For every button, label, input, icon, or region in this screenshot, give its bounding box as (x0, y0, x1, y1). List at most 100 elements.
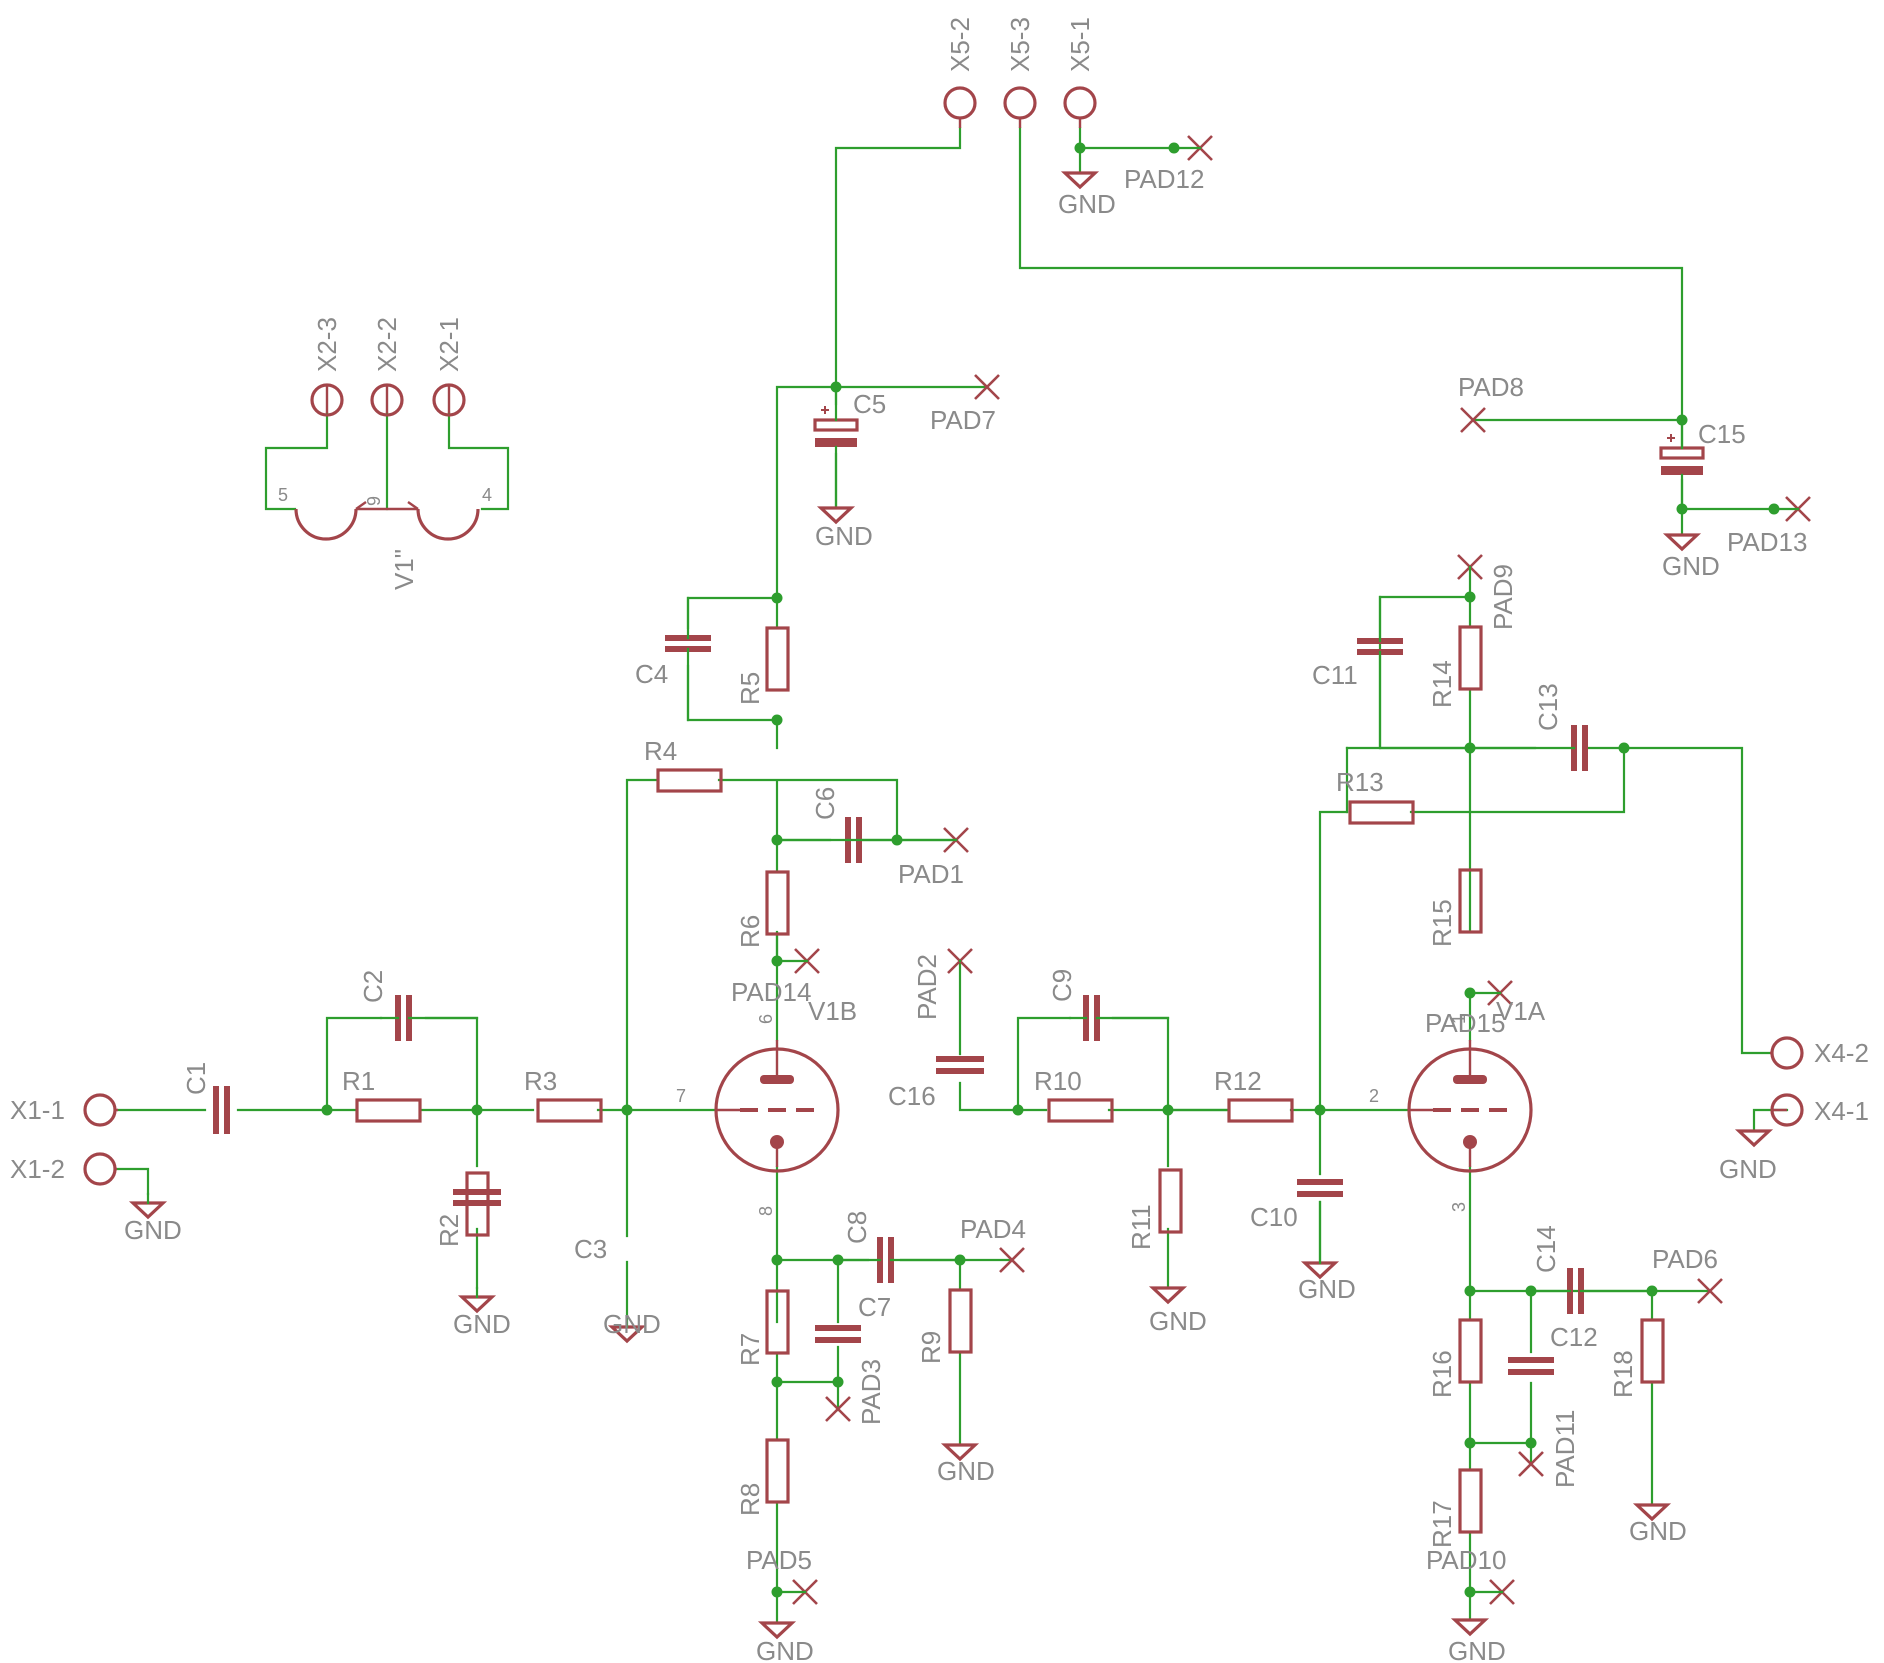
pad-x-8[interactable] (1460, 407, 1486, 433)
connector-x5-2[interactable] (943, 86, 977, 120)
pad-labels: PAD1 PAD2 PAD3 PAD4 PAD5 PAD6 PAD7 PAD8 … (731, 164, 1807, 1575)
label-r3: R3 (524, 1066, 557, 1096)
label-pad5: PAD5 (746, 1545, 812, 1575)
label-x2-1: X2-1 (434, 317, 464, 372)
connector-pins (83, 86, 1804, 1186)
label-x2-2: X2-2 (372, 317, 402, 372)
capacitor-c2 (395, 995, 412, 1041)
pin-number: 8 (756, 1206, 776, 1216)
resistor-r13 (1348, 800, 1415, 825)
resistor-r6 (765, 870, 790, 936)
label-r6: R6 (735, 915, 765, 948)
label-r14: R14 (1427, 660, 1457, 708)
label-c3: C3 (574, 1234, 607, 1264)
label-r5: R5 (735, 672, 765, 705)
label-c10: C10 (1250, 1202, 1298, 1232)
connector-labels: X1-1 X1-2 X2-3 X2-2 X2-1 X5-2 X5-3 X5-1 … (10, 17, 1869, 1184)
resistor-r12 (1227, 1098, 1294, 1123)
label-r9: R9 (916, 1331, 946, 1364)
label-pad15: PAD15 (1425, 1008, 1505, 1038)
junctions (321, 142, 1780, 1598)
label-c8: C8 (842, 1211, 872, 1244)
connector-x1-1[interactable] (83, 1093, 117, 1127)
gnd-label: GND (1662, 551, 1720, 581)
pin-number: 4 (482, 485, 492, 505)
label-pad10: PAD10 (1426, 1545, 1506, 1575)
capacitor-c9 (1083, 995, 1100, 1041)
label-r7: R7 (735, 1333, 765, 1366)
connector-x5-3[interactable] (1003, 86, 1037, 120)
label-c12: C12 (1550, 1322, 1598, 1352)
label-r15: R15 (1427, 899, 1457, 947)
label-x5-1: X5-1 (1065, 17, 1095, 72)
pad-x-4[interactable] (999, 1247, 1025, 1273)
label-r11: R11 (1126, 1204, 1156, 1250)
tube-v1b (714, 1040, 840, 1173)
label-r18: R18 (1608, 1350, 1638, 1398)
pin-number: 9 (364, 496, 384, 506)
label-pad9: PAD9 (1488, 564, 1518, 630)
connector-x4-2[interactable] (1770, 1036, 1804, 1070)
label-x1-2: X1-2 (10, 1154, 65, 1184)
capacitor-c10 (1297, 1179, 1343, 1197)
resistor-r3 (536, 1098, 603, 1123)
gnd-label: GND (1298, 1274, 1356, 1304)
label-c15: C15 (1698, 419, 1746, 449)
pad-x-11[interactable] (1518, 1451, 1544, 1477)
label-pad1: PAD1 (898, 859, 964, 889)
resistor-r8 (765, 1438, 790, 1504)
pad-x-7[interactable] (974, 374, 1000, 400)
component-labels: C1 C2 C3 C4 C5 C6 C7 C8 C9 C10 C11 C12 C… (181, 389, 1746, 1548)
label-r10: R10 (1034, 1066, 1082, 1096)
label-pad14: PAD14 (731, 977, 811, 1007)
gnd-label: GND (815, 521, 873, 551)
gnd-label: GND (603, 1309, 661, 1339)
label-x1-1: X1-1 (10, 1095, 65, 1125)
label-r8: R8 (735, 1483, 765, 1516)
pin-number: 3 (1449, 1202, 1469, 1212)
label-pad12: PAD12 (1124, 164, 1204, 194)
capacitor-c7 (815, 1325, 861, 1343)
capacitors (213, 385, 1705, 1375)
label-pad3: PAD3 (856, 1359, 886, 1425)
label-pad8: PAD8 (1458, 372, 1524, 402)
resistor-r1 (355, 1098, 422, 1123)
label-v1b: V1B (808, 996, 857, 1026)
label-v1pp: V1" (389, 549, 419, 590)
label-v1a: V1A (1496, 996, 1546, 1026)
capacitor-c4 (665, 635, 711, 652)
label-r16: R16 (1427, 1350, 1457, 1398)
label-pad13: PAD13 (1727, 527, 1807, 557)
label-c5: C5 (853, 389, 886, 419)
gnd-label: GND (1629, 1516, 1687, 1546)
pad-x-6[interactable] (1697, 1278, 1723, 1304)
gnd-label: GND (1149, 1306, 1207, 1336)
resistor-r10 (1047, 1098, 1114, 1123)
gnd-label: GND (453, 1309, 511, 1339)
label-c16: C16 (888, 1081, 936, 1111)
label-c6: C6 (810, 787, 840, 820)
connector-x5-1[interactable] (1063, 86, 1097, 120)
resistors (355, 625, 1665, 1534)
tubes (294, 501, 1533, 1173)
capacitor-c8 (877, 1237, 894, 1283)
ground-symbols (128, 171, 1774, 1640)
label-pad7: PAD7 (930, 405, 996, 435)
label-c2: C2 (358, 970, 388, 1003)
pin-number: 7 (676, 1086, 686, 1106)
resistor-r7 (765, 1289, 790, 1355)
gnd-label: GND (1719, 1154, 1777, 1184)
label-c13: C13 (1533, 683, 1563, 731)
label-x2-3: X2-3 (312, 317, 342, 372)
label-c1: C1 (181, 1062, 211, 1095)
resistor-r14 (1458, 625, 1483, 691)
label-c7: C7 (858, 1292, 891, 1322)
pad-x-3[interactable] (825, 1396, 851, 1422)
label-x4-1: X4-1 (1814, 1096, 1869, 1126)
gnd-label: GND (756, 1636, 814, 1663)
label-pad11: PAD11 (1550, 1409, 1580, 1488)
label-pad4: PAD4 (960, 1214, 1026, 1244)
connector-x1-2[interactable] (83, 1152, 117, 1186)
capacitor-c16 (936, 1056, 984, 1074)
